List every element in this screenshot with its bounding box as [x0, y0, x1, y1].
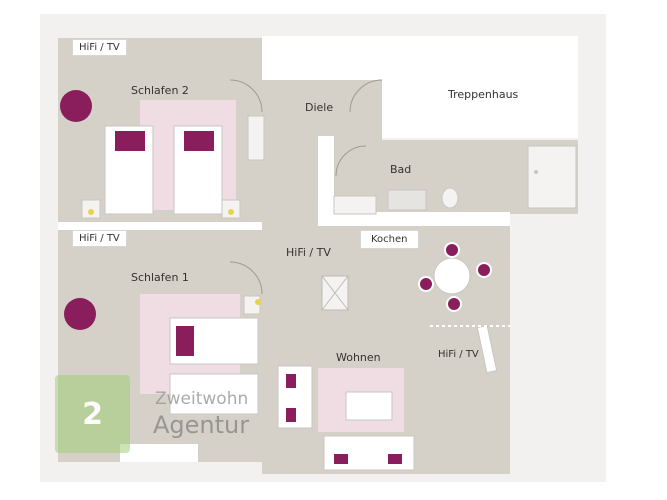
lamp-right: [228, 209, 234, 215]
dining-table: [433, 257, 471, 295]
watermark-badge-text: 2: [82, 396, 103, 432]
wohnen-floor: [262, 226, 510, 474]
dining-chair-right: [476, 262, 492, 278]
wall-bad-bottom: [334, 212, 510, 226]
room-label-schlafen2: Schlafen 2: [131, 84, 189, 97]
bed-left-pillow: [115, 131, 145, 151]
room-label-diele: Diele: [305, 101, 334, 114]
room-label-treppenhaus: Treppenhaus: [448, 88, 519, 101]
tag-hifi-schlafen2: HiFi / TV: [72, 39, 127, 56]
watermark: 2 Zweitwohn Agentur: [55, 375, 265, 460]
window-bottom-schlafen1: [120, 444, 198, 462]
room-label-wohnen: Wohnen: [336, 351, 381, 364]
door-bad: [335, 145, 367, 177]
chair-schlafen2: [60, 90, 92, 122]
sofa: [323, 435, 415, 471]
shower: [527, 145, 577, 209]
door-diele: [349, 79, 383, 113]
armchair-cushion-1: [286, 374, 296, 388]
tag-hifi-schlafen1: HiFi / TV: [72, 230, 127, 247]
bed-schlafen1-pillow: [176, 326, 194, 356]
chair-schlafen1: [64, 298, 96, 330]
dining-chair-left: [418, 276, 434, 292]
tag-hifi-wohnen: HiFi / TV: [438, 349, 479, 360]
room-label-bad: Bad: [390, 163, 412, 176]
bathtub: [333, 195, 377, 215]
dining-chair-bottom: [446, 296, 462, 312]
coffee-table: [345, 391, 393, 421]
watermark-badge: 2: [55, 375, 130, 453]
bed-right-pillow: [184, 131, 214, 151]
shaft-cross-2: [321, 275, 349, 311]
lamp-left: [88, 209, 94, 215]
watermark-line1: Zweitwohn: [155, 389, 249, 409]
sink: [387, 189, 427, 211]
toilet: [441, 187, 459, 209]
door-schlafen1: [229, 261, 263, 295]
dining-chair-top: [444, 242, 460, 258]
shower-drain: [534, 170, 538, 174]
room-label-kochen: Kochen: [360, 230, 419, 249]
wall-shaft: [318, 136, 334, 226]
armchair-cushion-2: [286, 408, 296, 422]
watermark-line2: Agentur: [153, 411, 250, 439]
wardrobe-schlafen2: [247, 115, 265, 161]
room-label-schlafen1: Schlafen 1: [131, 271, 189, 284]
door-schlafen2: [229, 79, 263, 113]
nightstand-schlafen1: [243, 295, 261, 315]
dresser-schlafen1: [169, 373, 259, 415]
lamp-schlafen1: [255, 299, 261, 305]
tag-hifi-diele: HiFi / TV: [286, 246, 331, 259]
tv-console: [476, 324, 498, 374]
wall-bedrooms: [58, 222, 262, 230]
sofa-cushion-1: [334, 454, 348, 464]
sofa-cushion-2: [388, 454, 402, 464]
